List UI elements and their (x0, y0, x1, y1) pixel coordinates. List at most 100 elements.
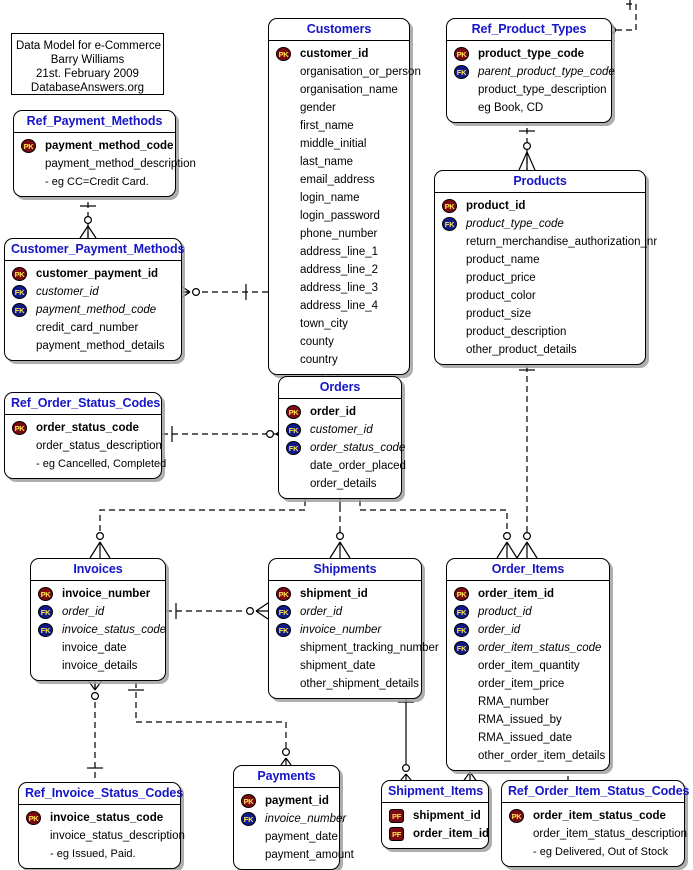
attribute-row: order_details (284, 475, 396, 493)
entity-divider (14, 132, 175, 133)
attribute-label: invoice_status_code (50, 812, 164, 824)
entity-attribute-list: PK invoice_status_code invoice_status_de… (19, 805, 185, 868)
attribute-label: order_item_quantity (478, 660, 580, 672)
attribute-label: shipment_id (300, 588, 368, 600)
attribute-row: PF order_item_id (387, 825, 489, 843)
title-legend-box: Data Model for e-Commerce Barry Williams… (11, 33, 164, 95)
attribute-row: product_size (440, 305, 640, 323)
entity-shipment-items[interactable]: Shipment_Items PF shipment_id PF order_i… (381, 780, 489, 849)
attribute-label: product_size (466, 308, 532, 320)
attribute-row: shipment_tracking_number (274, 639, 439, 657)
attribute-label: order_status_code (310, 442, 406, 454)
attribute-label: shipment_id (413, 810, 481, 822)
pk-badge-icon: PK (442, 199, 457, 213)
attribute-row: FK order_status_code (284, 439, 405, 457)
attribute-row: order_status_description (10, 437, 162, 455)
entity-order-items[interactable]: Order_Items PK order_item_id FK product_… (446, 558, 610, 771)
entity-orders[interactable]: Orders PK order_id FK customer_id FK ord… (278, 376, 406, 499)
entity-ref-invoice-status-codes[interactable]: Ref_Invoice_Status_Codes PK invoice_stat… (18, 782, 185, 869)
attribute-label: shipment_tracking_number (300, 642, 439, 654)
attribute-label: order_status_description (36, 440, 162, 452)
entity-divider (19, 804, 180, 805)
attribute-row: other_order_item_details (452, 747, 605, 765)
entity-ref-payment-methods[interactable]: Ref_Payment_Methods PK payment_method_co… (13, 110, 196, 197)
entity-payments[interactable]: Payments PK payment_id FK invoice_number… (233, 765, 354, 870)
attribute-row: payment_date (239, 828, 338, 846)
attribute-row: organisation_name (274, 81, 404, 99)
attribute-label: invoice_status_code (62, 624, 167, 636)
attribute-label: payment_method_details (36, 340, 165, 352)
entity-ref-product-types[interactable]: Ref_Product_Types PK product_type_code F… (446, 18, 615, 123)
entity-title: Payments (257, 769, 316, 783)
entity-title: Ref_Order_Status_Codes (11, 396, 161, 410)
attribute-label: phone_number (300, 228, 378, 240)
attribute-label: date_order_placed (310, 460, 406, 472)
attribute-label: product_type_code (478, 48, 585, 60)
fk-badge-icon: FK (276, 605, 291, 619)
attribute-row: other_product_details (440, 341, 640, 359)
attribute-row: RMA_issued_date (452, 729, 604, 747)
attribute-row: PK order_id (284, 403, 396, 421)
attribute-row: - eg Issued, Paid. (24, 845, 175, 863)
pk-badge-icon: PK (454, 47, 469, 61)
pf-badge-icon: PF (389, 809, 404, 823)
attribute-row: last_name (274, 153, 404, 171)
entity-title: Invoices (73, 562, 123, 576)
attribute-label: county (300, 336, 334, 348)
entity-ref-order-status-codes[interactable]: Ref_Order_Status_Codes PK order_status_c… (4, 392, 166, 479)
entity-invoices[interactable]: Invoices PK invoice_number FK order_id F… (30, 558, 166, 681)
attribute-row: FK payment_method_code (10, 301, 176, 319)
entity-products[interactable]: Products PK product_id FK product_type_c… (434, 170, 657, 365)
entity-attribute-list: PK order_id FK customer_id FK order_stat… (279, 399, 406, 498)
attribute-label: parent_product_type_code (478, 66, 615, 78)
attribute-label: middle_initial (300, 138, 367, 150)
entity-title: Ref_Payment_Methods (26, 114, 163, 128)
entity-divider (435, 192, 645, 193)
attribute-row: FK order_id (452, 621, 604, 639)
entity-attribute-list: PK customer_id organisation_or_person or… (269, 41, 421, 374)
attribute-row: product_price (440, 269, 640, 287)
entity-title: Shipments (313, 562, 377, 576)
attribute-label: payment_id (265, 795, 329, 807)
attribute-row: first_name (274, 117, 404, 135)
attribute-row: invoice_status_description (24, 827, 185, 845)
entity-customers[interactable]: Customers PK customer_id organisation_or… (268, 18, 421, 375)
attribute-row: order_item_status_description (507, 825, 687, 843)
attribute-row: credit_card_number (10, 319, 176, 337)
entity-attribute-list: PK product_type_code FK parent_product_t… (447, 41, 615, 122)
attribute-row: payment_method_details (10, 337, 176, 355)
pk-badge-icon: PK (12, 267, 27, 281)
attribute-label: invoice_date (62, 642, 127, 654)
entity-ref-order-item-status-codes[interactable]: Ref_Order_Item_Status_Codes PK order_ite… (501, 780, 690, 867)
entity-divider (5, 414, 161, 415)
attribute-row: PK customer_payment_id (10, 265, 176, 283)
attribute-row: invoice_details (36, 657, 160, 675)
entity-attribute-list: PK order_status_code order_status_descri… (5, 415, 166, 478)
entity-title: Ref_Order_Item_Status_Codes (508, 784, 690, 798)
attribute-label: product_type_code (466, 218, 564, 230)
entity-attribute-list: PK customer_payment_id FK customer_id FK… (5, 261, 181, 360)
attribute-label: order_details (310, 478, 377, 490)
entity-divider (447, 40, 611, 41)
attribute-label: town_city (300, 318, 348, 330)
attribute-label: RMA_issued_by (478, 714, 562, 726)
entity-shipments[interactable]: Shipments PK shipment_id FK order_id FK … (268, 558, 439, 699)
entity-title: Order_Items (491, 562, 565, 576)
attribute-row: county (274, 333, 404, 351)
attribute-row: invoice_date (36, 639, 160, 657)
attribute-label: product_color (466, 290, 536, 302)
attribute-label: customer_id (300, 48, 369, 60)
entity-attribute-list: PK invoice_number FK order_id FK invoice… (31, 581, 167, 680)
attribute-label: order_item_status_code (478, 642, 602, 654)
pk-badge-icon: PK (241, 794, 256, 808)
attribute-row: PK payment_method_code (19, 137, 173, 155)
entity-attribute-list: PK order_item_id FK product_id FK order_… (447, 581, 609, 770)
fk-badge-icon: FK (276, 623, 291, 637)
attribute-row: order_item_price (452, 675, 604, 693)
entity-title: Ref_Invoice_Status_Codes (25, 786, 184, 800)
attribute-row: FK invoice_number (239, 810, 346, 828)
entity-customer-payment-methods[interactable]: Customer_Payment_Methods PK customer_pay… (4, 238, 184, 361)
attribute-row: login_name (274, 189, 404, 207)
entity-title: Orders (319, 380, 361, 394)
attribute-row: payment_method_description (19, 155, 196, 173)
